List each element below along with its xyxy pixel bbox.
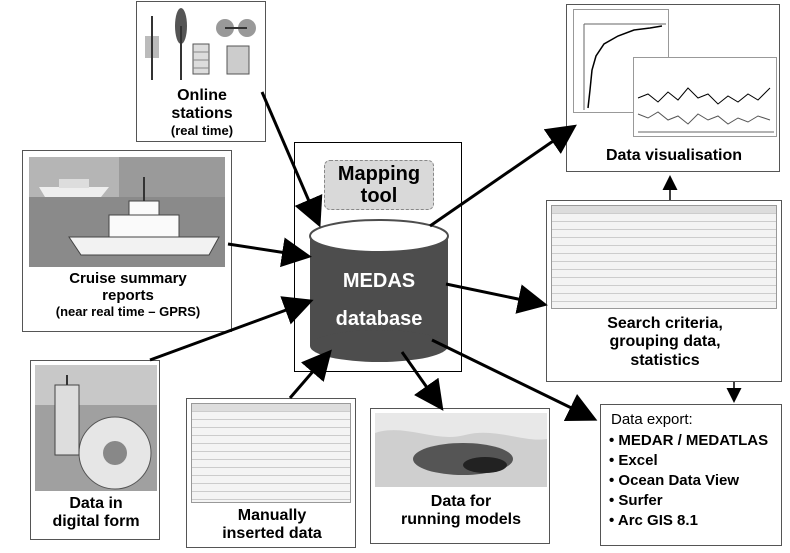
- arrow-db-to-models: [400, 351, 444, 411]
- online-stations-note: (real time): [170, 122, 234, 138]
- manual-data-subtitle: inserted data: [222, 525, 322, 543]
- models-box: Data for running models: [370, 408, 550, 544]
- models-subtitle: running models: [401, 511, 521, 529]
- export-item: • Arc GIS 8.1: [609, 512, 698, 529]
- database-cylinder: [309, 219, 449, 362]
- export-item: • Excel: [609, 452, 658, 469]
- search-title: Search criteria,: [607, 315, 723, 332]
- search-subtitle: grouping data,: [609, 333, 721, 351]
- arrow-cruise-to-db: [227, 237, 312, 268]
- export-title: Data export:: [611, 411, 693, 428]
- online-stations-title: Online: [177, 87, 227, 104]
- instrument-buoy-image: [35, 365, 157, 491]
- cruise-title: Cruise summary: [69, 270, 187, 287]
- mapping-tool-subtitle: tool: [360, 185, 398, 207]
- database-subtitle: database: [335, 308, 423, 330]
- arrow-db-to-search: [445, 282, 548, 314]
- export-list: • MEDAR / MEDATLAS • Excel • Ocean Data …: [609, 431, 768, 531]
- sea-model-map-image: [375, 413, 547, 487]
- cruise-reports-box: Cruise summary reports (near real time –…: [22, 150, 232, 332]
- search-note: statistics: [630, 351, 700, 369]
- cruise-subtitle: reports: [102, 287, 154, 305]
- database-title: MEDAS: [342, 270, 416, 292]
- digital-data-box: Data in digital form: [30, 360, 160, 540]
- models-title: Data for: [430, 493, 492, 510]
- online-stations-subtitle: stations: [171, 105, 233, 123]
- export-item: • Surfer: [609, 492, 663, 509]
- time-series-chart-image: [633, 57, 777, 137]
- digital-data-subtitle: digital form: [52, 513, 140, 531]
- digital-data-title: Data in: [69, 495, 123, 512]
- arrow-stations-to-db: [260, 91, 323, 228]
- arrow-db-to-export: [431, 338, 598, 421]
- export-item: • MEDAR / MEDATLAS: [609, 432, 769, 449]
- mapping-tool-box: Mapping tool: [324, 160, 434, 210]
- mapping-tool-title: Mapping: [337, 163, 421, 185]
- cruise-note: (near real time – GPRS): [55, 303, 201, 319]
- arrow-manual-to-db: [288, 349, 332, 399]
- arrow-digital-to-db: [149, 296, 314, 362]
- export-box: Data export: • MEDAR / MEDATLAS • Excel …: [600, 404, 782, 546]
- weather-station-sensors-image: [143, 6, 261, 82]
- search-criteria-box: Search criteria, grouping data, statisti…: [546, 200, 782, 382]
- visualisation-box: Data visualisation: [566, 4, 780, 172]
- research-vessel-image: [29, 157, 225, 267]
- export-item: • Ocean Data View: [609, 472, 740, 489]
- visualisation-title: Data visualisation: [605, 147, 743, 164]
- online-stations-box: Online stations (real time): [136, 1, 266, 142]
- data-entry-form-image: [191, 403, 351, 503]
- search-form-image: [551, 205, 777, 309]
- arrow-db-to-visualisation: [429, 124, 577, 228]
- manual-data-title: Manually: [237, 507, 307, 524]
- manual-data-box: Manually inserted data: [186, 398, 356, 548]
